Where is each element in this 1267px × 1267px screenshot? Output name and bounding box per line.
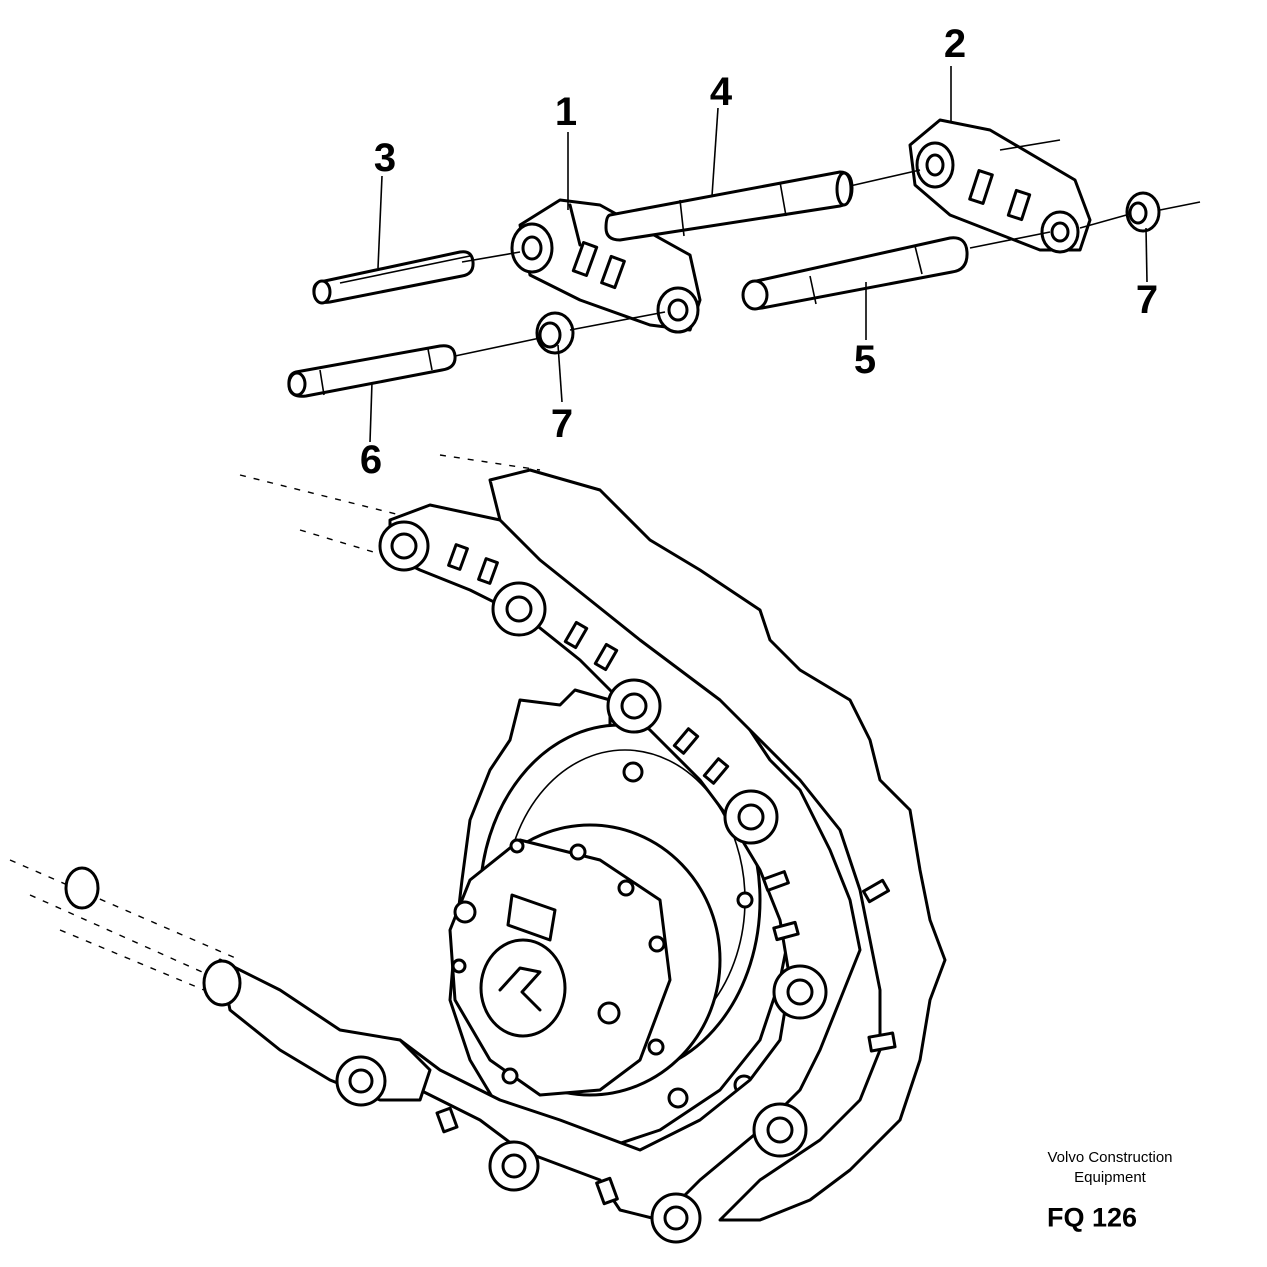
part-5-bushing — [741, 236, 969, 311]
part-2-link — [908, 118, 1092, 254]
brand-line-1: Volvo Construction — [1047, 1149, 1173, 1166]
figure-code: FQ 126 — [1046, 1202, 1138, 1233]
callout-7-right: 7 — [1135, 278, 1159, 322]
part-7-seal-right — [1125, 191, 1161, 233]
drive-hub — [448, 761, 755, 1109]
leader-lines — [369, 66, 1148, 443]
part-6-pin — [287, 344, 457, 398]
callout-2: 2 — [943, 22, 967, 66]
part-1-link — [510, 198, 702, 334]
callout-7-left: 7 — [550, 402, 574, 446]
callout-5: 5 — [853, 338, 877, 382]
callout-4: 4 — [709, 70, 733, 114]
callout-3: 3 — [373, 136, 397, 180]
part-3-pin — [312, 250, 475, 305]
brand-line-2: Equipment — [1074, 1169, 1146, 1186]
part-7-seal-left — [535, 311, 575, 355]
part-4-bushing — [604, 170, 854, 242]
assembly-axis-lines — [454, 139, 1201, 357]
brand-label: Volvo Construction Equipment — [1047, 1148, 1172, 1188]
callout-6: 6 — [359, 438, 383, 482]
track-chain-assembled — [64, 468, 947, 1244]
callout-1: 1 — [554, 90, 578, 134]
